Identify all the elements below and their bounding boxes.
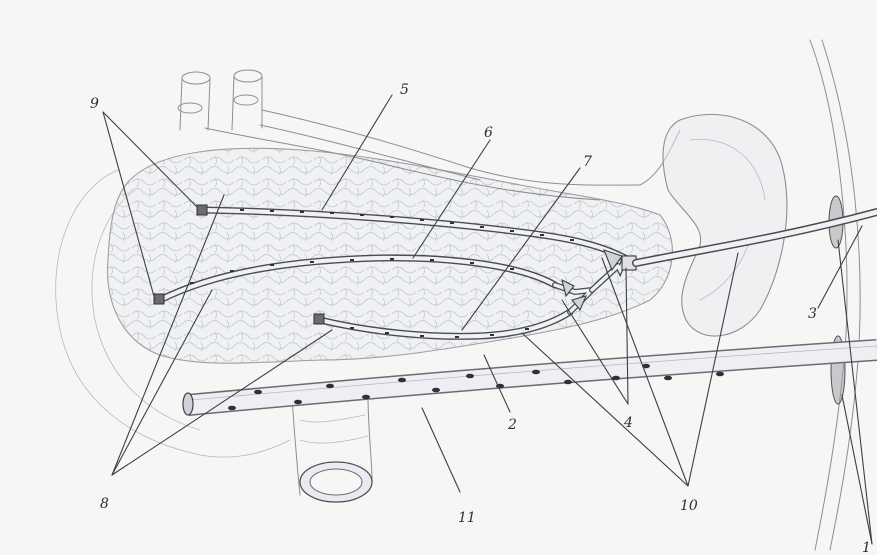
abdominal-wall-outer xyxy=(810,40,847,550)
label-3: 3 xyxy=(808,306,817,322)
label-7: 7 xyxy=(583,154,592,170)
label-8: 8 xyxy=(100,496,109,512)
label-5: 5 xyxy=(400,82,409,98)
label-11: 11 xyxy=(458,510,476,526)
label-6: 6 xyxy=(484,125,493,141)
label-1: 1 xyxy=(862,540,871,555)
label-2: 2 xyxy=(507,417,517,433)
leader-11 xyxy=(422,408,460,492)
lower-vessel xyxy=(292,395,372,502)
label-10: 10 xyxy=(680,498,698,514)
label-9: 9 xyxy=(90,96,99,112)
abdominal-wall-inner xyxy=(822,40,860,550)
label-4: 4 xyxy=(623,415,633,431)
leader-1-b xyxy=(842,395,872,544)
spleen xyxy=(663,114,787,336)
